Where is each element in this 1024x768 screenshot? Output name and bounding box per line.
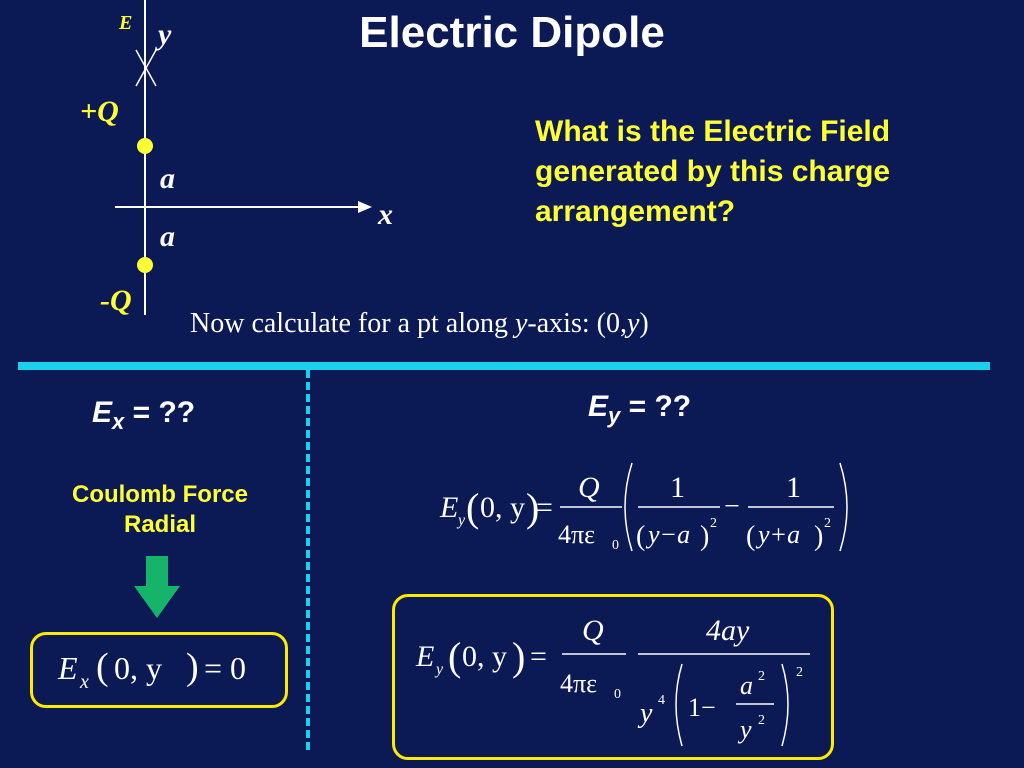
negative-charge-dot	[137, 257, 153, 273]
eq1-f2-den: y+a	[755, 520, 800, 549]
eq2-lhs-sub: y	[434, 661, 444, 678]
down-arrow-icon	[134, 556, 180, 618]
ex-heading-var: E	[92, 396, 113, 429]
eq2-lparen: (	[448, 634, 461, 679]
x-axis-arrowhead	[358, 201, 372, 213]
eq2-inner-lparen	[675, 663, 683, 747]
eq2-a2: a	[740, 671, 753, 700]
eq1-f2-rp: )	[814, 521, 823, 552]
eq2-rparen: )	[512, 634, 525, 679]
ex-result-equation: E x ( 0, y ) = 0	[57, 646, 246, 693]
ey-heading: Ey = ??	[588, 390, 691, 429]
eq2-y2: y	[737, 715, 752, 744]
eq2-inner-rparen	[781, 663, 789, 747]
horizontal-divider	[18, 362, 990, 370]
eq2-args: 0, y	[462, 640, 507, 673]
eq2-num2: 4ay	[706, 614, 750, 647]
ex-result-rparen: )	[186, 646, 199, 688]
dipole-diagram	[115, 0, 372, 315]
ex-result-box	[30, 632, 288, 708]
eq2-lhs: E	[415, 640, 434, 673]
coulomb-note: Coulomb Force Radial	[30, 480, 290, 540]
eq1-f1-num: 1	[670, 471, 685, 504]
eq1-den: 4πε	[558, 520, 595, 549]
ex-result-sub: x	[79, 671, 89, 693]
eq1-f2-num: 1	[786, 471, 801, 504]
ey-heading-rest: = ??	[620, 390, 692, 423]
eq2-equals: =	[530, 640, 547, 673]
eq1-lparen: (	[466, 485, 479, 530]
eq1-num: Q	[578, 471, 600, 504]
field-arrow-line-b	[135, 49, 157, 87]
question-text: What is the Electric Field generated by …	[535, 115, 891, 228]
eq2-den-sub: 0	[614, 687, 621, 702]
eq1-big-lparen	[624, 462, 633, 552]
ex-result-e: E	[57, 650, 78, 686]
eq2-y4: y	[637, 698, 653, 729]
positive-charge-dot	[137, 138, 153, 154]
ex-result-rhs: = 0	[204, 650, 246, 686]
eq1-lhs-sub: y	[456, 512, 466, 529]
positive-charge-label: +Q	[80, 95, 119, 128]
ex-result-lparen: (	[96, 646, 109, 688]
ey-equation-general: E y ( 0, y ) = Q 4πε 0 1 ( y−a ) 2 − 1 (…	[439, 462, 848, 553]
instruction-var1: y	[514, 308, 528, 339]
eq1-den-sub: 0	[612, 538, 619, 553]
eq1-f1-rp: )	[700, 521, 709, 552]
ex-result-args: 0, y	[114, 650, 162, 686]
ey-result-box	[392, 594, 834, 760]
instruction-middle: -axis: (0,	[527, 308, 627, 339]
distance-label-lower: a	[160, 220, 175, 253]
instruction-var2: y	[626, 308, 640, 339]
ex-heading-rest: = ??	[124, 396, 196, 429]
coulomb-note-line1: Coulomb Force	[71, 481, 248, 508]
field-label: E	[119, 12, 133, 34]
eq1-minus: −	[724, 491, 740, 522]
eq1-f1-exp: 2	[710, 516, 717, 531]
ex-heading: Ex = ??	[92, 396, 195, 435]
eq2-y2-exp: 2	[758, 713, 765, 728]
coulomb-note-line2: Radial	[123, 511, 197, 538]
vertical-dashed-divider	[306, 370, 310, 750]
ey-equation-result: E y ( 0, y ) = Q 4πε 0 4ay y 4 1− a 2 y …	[415, 614, 810, 747]
negative-charge-label: -Q	[100, 284, 132, 317]
eq1-f2-lp: (	[746, 521, 755, 552]
eq1-lhs: E	[439, 491, 458, 524]
eq1-f1-den: y−a	[645, 520, 690, 549]
ey-heading-var: E	[588, 390, 609, 423]
eq1-equals: =	[536, 491, 553, 524]
eq2-outer-exp: 2	[796, 665, 803, 680]
distance-label-upper: a	[160, 162, 175, 195]
instruction-prefix: Now calculate for a pt along	[190, 308, 515, 339]
eq2-den: 4πε	[560, 669, 597, 698]
eq1-big-rparen	[839, 462, 848, 552]
y-axis-label: y	[158, 18, 172, 51]
instruction-suffix: )	[639, 308, 649, 339]
eq1-f1-lp: (	[636, 521, 645, 552]
eq2-y4-exp: 4	[658, 693, 665, 708]
ex-heading-sub: x	[112, 409, 125, 434]
instruction-text: Now calculate for a pt along y-axis: (0,…	[190, 308, 649, 340]
eq1-rparen: )	[526, 485, 539, 530]
eq2-a2-exp: 2	[758, 669, 765, 684]
eq2-one-minus: 1−	[688, 693, 716, 722]
eq1-f2-exp: 2	[824, 516, 831, 531]
eq2-num: Q	[582, 614, 604, 647]
x-axis-label: x	[378, 198, 393, 231]
ey-heading-sub: y	[608, 403, 621, 428]
eq1-args: 0, y	[480, 491, 525, 524]
slide-title: Electric Dipole	[359, 8, 665, 57]
